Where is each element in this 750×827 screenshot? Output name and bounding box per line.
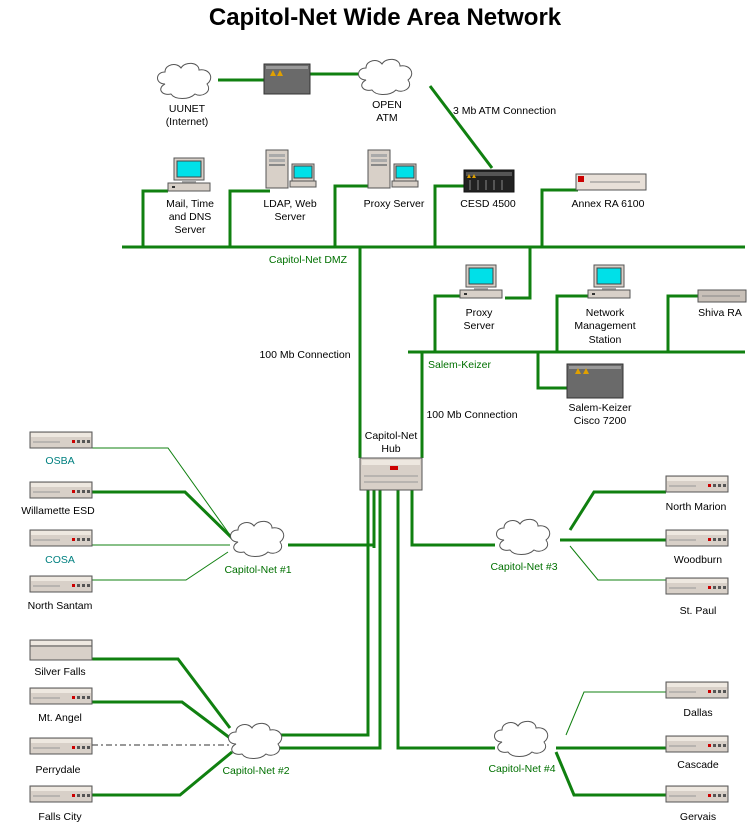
cloud-3-label: Capitol-Net #3 [490,561,557,573]
cesd-label: CESD 4500 [460,198,516,210]
proxy-server-icon [367,149,419,189]
mt-angel-router-icon [29,687,93,705]
hub-salem-link-label: 100 Mb Connection [426,409,517,421]
nms-label-2: Management [574,320,635,332]
atm-link-label: 3 Mb ATM Connection [453,105,556,117]
north-marion-router-icon [665,475,729,493]
capitol-net-4-cloud-icon [494,720,549,757]
page-title: Capitol-Net Wide Area Network [209,4,562,31]
hub-label-1: Capitol-Net [365,430,418,442]
uunet-cloud-icon [157,62,212,99]
salem-keizer-label: Salem-Keizer [428,359,492,371]
cloud-1-label: Capitol-Net #1 [224,564,291,576]
open-atm-label: OPEN [372,99,402,111]
salem-proxy-pc-icon [459,264,503,299]
atm-router-icon [263,63,311,95]
ldap-label-2: Server [275,211,306,223]
shiva-ra-icon [697,289,747,303]
dallas-router-icon [665,681,729,699]
willamette-label: Willamette ESD [21,505,95,517]
silver-falls-router-body [29,645,93,661]
salem-proxy-label-1: Proxy [466,307,494,319]
ldap-label-1: LDAP, Web [263,198,316,210]
cascade-router-icon [665,735,729,753]
ldap-server-icon [265,149,317,189]
st-paul-label: St. Paul [680,605,717,617]
woodburn-router-icon [665,529,729,547]
nms-label-3: Station [589,334,622,346]
capitol-net-1-cloud-icon [230,520,285,557]
capitol-net-2-cloud-icon [228,722,283,759]
uunet-sublabel: (Internet) [166,116,209,128]
gervais-label: Gervais [680,811,716,823]
osba-label: OSBA [45,455,74,467]
mail-server-label-2: and DNS [169,211,212,223]
cloud-4-label: Capitol-Net #4 [488,763,555,775]
north-santam-router-icon [29,575,93,593]
north-santam-label: North Santam [28,600,93,612]
proxy-server-label: Proxy Server [364,198,425,210]
north-marion-label: North Marion [666,501,727,513]
salem-proxy-label-2: Server [464,320,495,332]
annex-label: Annex RA 6100 [572,198,645,210]
uunet-label: UUNET [169,103,206,115]
cosa-label: COSA [45,554,75,566]
st-paul-router-icon [665,577,729,595]
network-links [92,72,745,797]
cesd-router-icon [463,169,515,193]
cisco-label-2: Cisco 7200 [574,415,627,427]
nms-label-1: Network [586,307,625,319]
capitol-net-3-cloud-icon [496,518,551,555]
mail-server-label-3: Server [175,224,206,236]
mail-server-pc-icon [167,157,211,192]
osba-router-icon [29,431,93,449]
dallas-label: Dallas [683,707,712,719]
perrydale-label: Perrydale [36,764,81,776]
thin-links [92,447,666,746]
woodburn-label: Woodburn [674,554,722,566]
capitol-net-hub-icon [359,457,423,491]
cascade-label: Cascade [677,759,719,771]
shiva-label: Shiva RA [698,307,742,319]
hub-label-2: Hub [381,443,400,455]
hub-dmz-link-label: 100 Mb Connection [259,349,350,361]
mail-server-label-1: Mail, Time [166,198,214,210]
falls-city-label: Falls City [38,811,82,823]
annex-ra-icon [575,173,647,191]
nms-pc-icon [587,264,631,299]
mt-angel-label: Mt. Angel [38,712,82,724]
willamette-router-icon [29,481,93,499]
perrydale-router-icon [29,737,93,755]
cisco-router-icon [566,363,624,399]
falls-city-router-icon [29,785,93,803]
open-atm-cloud-icon [358,58,413,95]
dmz-label: Capitol-Net DMZ [269,254,348,266]
open-atm-sublabel: ATM [376,112,397,124]
cisco-label-1: Salem-Keizer [568,402,632,414]
gervais-router-icon [665,785,729,803]
cosa-router-icon [29,529,93,547]
silver-falls-label: Silver Falls [34,666,85,678]
cloud-2-label: Capitol-Net #2 [222,765,289,777]
